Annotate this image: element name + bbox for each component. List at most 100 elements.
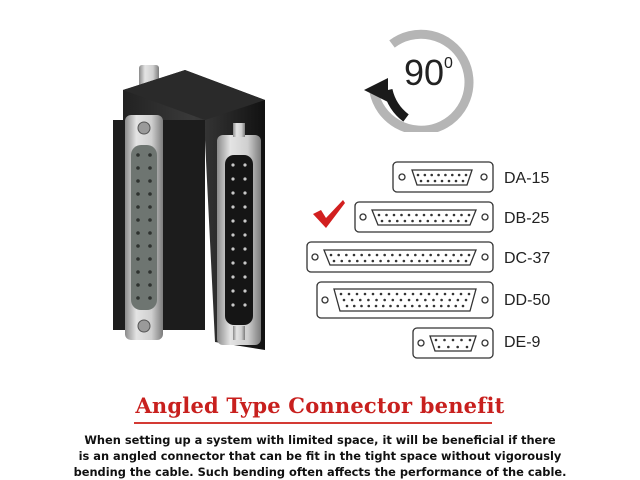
connector-pin [407,298,411,302]
connector-label-da15: DA-15 [504,170,550,187]
connector-pin [435,292,439,296]
connector-pin [443,292,447,296]
connector-pin [447,179,451,183]
connector-size-chart [306,161,494,359]
connector-pin [381,304,385,308]
connector-pin [410,304,414,308]
connector-pin [350,298,354,302]
connector-pin [432,298,435,302]
connector-pin [426,179,430,183]
connector-pin [433,259,437,263]
connector-pin [363,259,367,263]
connector-pin [398,253,402,257]
connector-pin [456,298,460,302]
connector-pin [340,259,344,263]
connector-pin [434,338,438,342]
connector-pin [440,298,443,302]
rotation-angle-icon [364,29,474,132]
connector-pin [332,259,336,263]
connector-label-dd50: DD-50 [504,292,551,309]
connector-pin [465,345,469,349]
connector-pin [427,292,431,296]
connector-label-de9: DE-9 [504,334,541,351]
connector-pin [437,253,440,257]
connector-pin [416,173,420,177]
connector-pin [415,298,419,302]
connector-pin [423,173,427,177]
connector-pin [447,304,450,308]
connector-pin [415,213,418,217]
connector-pin [339,292,343,296]
description-line-3: bending the cable. Such bending often af… [73,465,567,479]
connector-pin [403,219,407,223]
connector-pin [418,219,422,223]
connector-pin [377,213,381,217]
connector-pin [399,298,403,302]
description-line-1: When setting up a system with limited sp… [84,433,556,447]
connector-pin [403,292,407,296]
connector-pin [342,298,346,302]
connector-pin [454,179,458,183]
connector-pin [360,304,363,308]
connector-pin [445,213,448,217]
connector-pin [449,219,453,223]
connector-pin [433,179,437,183]
connector-pin [464,219,468,223]
connector-pin [368,253,371,257]
headline: Angled Type Connector benefit [135,393,505,418]
connector-pin [387,292,391,296]
connector-pin [355,259,359,263]
connector-pin [437,345,441,349]
connector-pin [437,213,441,217]
connector-pin [464,298,468,302]
connector-pin [371,292,375,296]
connector-pin [430,173,434,177]
connector-pin [441,259,445,263]
connector-pin [456,259,460,263]
connector-pin [456,345,459,349]
connector-pin [400,213,403,217]
connector-pin [450,173,454,177]
connector-pin [407,213,411,217]
connector-pin [396,304,400,308]
connector-pin [375,253,379,257]
connector-pin [418,304,421,308]
connector-pin [460,213,463,217]
connector-pin [348,259,351,263]
connector-pin [380,219,384,223]
connector-pin [352,253,356,257]
connector-pin [452,253,455,257]
checkmark-icon [313,200,345,228]
connector-pin [440,179,444,183]
connector-label-db25: DB-25 [504,210,550,227]
connector-pin [467,292,471,296]
connector-pin [406,253,409,257]
connector-pin [367,304,371,308]
connector-pin [358,298,362,302]
connector-pin [411,292,415,296]
connector-pin [414,253,417,257]
connector-pin [461,304,465,308]
connector-pin [410,259,413,263]
connector-pin [457,173,461,177]
connector-pin [375,298,378,302]
connector-pin [345,304,349,308]
connector-pin [391,298,395,302]
connector-pin [443,338,446,342]
connector-pin [425,259,429,263]
connector-pin [467,213,471,217]
connector-pin [424,298,427,302]
connector-pin [467,253,471,257]
connector-pin [391,253,394,257]
connector-pin [402,259,406,263]
connector-pin [447,345,450,349]
connector-pin [383,253,386,257]
connector-pin [444,253,448,257]
connector-pin [367,298,370,302]
connector-pin [454,304,458,308]
connector-pin [434,219,437,223]
connector-pin [437,173,440,177]
connector-pin [379,292,383,296]
connector-pin [360,253,363,257]
connector-pin [355,292,359,296]
